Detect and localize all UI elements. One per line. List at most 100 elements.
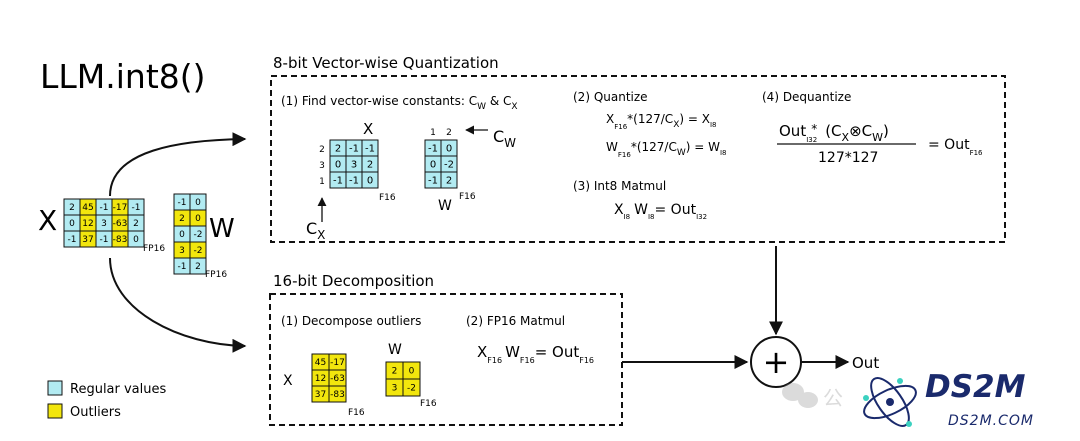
input-w-value: 0: [195, 198, 201, 208]
dec-x-value: -63: [330, 374, 345, 384]
vq-title: 8-bit Vector-wise Quantization: [273, 54, 499, 72]
input-x-value: 3: [101, 219, 107, 229]
dec-w-value: 0: [409, 367, 415, 377]
dequant-denominator: 127*127: [818, 150, 878, 166]
vq-w-value: 0: [430, 160, 436, 171]
vq-row-constants: 2 3 1: [319, 145, 325, 187]
input-w-value: 3: [179, 246, 185, 256]
input-x-value: 0: [133, 235, 139, 245]
output-label: Out: [852, 354, 879, 372]
input-x-value: -1: [68, 235, 77, 245]
input-w-fp16: FP16: [205, 270, 227, 280]
dec-w-value: 3: [392, 384, 398, 394]
vq-step3-label: (3) Int8 Matmul: [573, 179, 666, 193]
legend-outlier-label: Outliers: [70, 405, 121, 420]
dec-x-matrix: 45 -17 12 -63 37 -83: [311, 353, 347, 403]
vq-x-value: 2: [335, 144, 341, 155]
vq-x-cell: [361, 171, 379, 189]
vq-x-value: -1: [333, 176, 343, 187]
vq-step2-label: (2) Quantize: [573, 90, 648, 104]
dec-w-value: 2: [392, 367, 398, 377]
input-x-value: 45: [82, 203, 93, 213]
input-x-fp16: FP16: [143, 244, 165, 254]
legend-regular-swatch: [47, 380, 63, 396]
arrow-to-decomposition: [109, 257, 247, 353]
input-x-value: 37: [82, 235, 93, 245]
input-x-value: -1: [100, 203, 109, 213]
vq-w-cell: [440, 171, 458, 189]
ds2m-logo-icon: [863, 377, 917, 427]
input-w-value: -1: [178, 262, 187, 272]
input-x-value: 2: [69, 203, 75, 213]
dec-x-cell: [328, 385, 347, 403]
quantize-w-equation: WF16*(127/CW) = WI8: [606, 140, 727, 159]
vq-col-constant: 2: [446, 128, 452, 138]
vq-w-label: W: [438, 198, 452, 214]
input-x-value: -1: [100, 235, 109, 245]
input-w-value: -1: [178, 198, 187, 208]
input-x-label: X: [38, 204, 57, 237]
wechat-watermark-icon: 公: [782, 383, 843, 410]
dequant-numerator: OutI32*(CX⊗CW): [779, 122, 889, 144]
dec-w-cell: [402, 378, 421, 397]
input-w-value: -2: [194, 246, 203, 256]
dec-step2-label: (2) FP16 Matmul: [466, 314, 565, 328]
vq-w-value: -2: [444, 160, 454, 171]
watermark-domain: DS2M.COM: [948, 413, 1034, 429]
cx-label: CX: [306, 219, 325, 242]
diagram-title: LLM.int8(): [40, 57, 206, 96]
vq-w-value: 2: [446, 176, 452, 187]
vq-col-constant: 1: [430, 128, 436, 138]
vq-x-label: X: [363, 120, 373, 138]
input-w-value: 2: [179, 214, 185, 224]
dec-w-value: -2: [407, 384, 416, 394]
vq-x-f16: F16: [379, 193, 396, 203]
sum-plus: +: [763, 343, 790, 381]
vq-step1-label: (1) Find vector-wise constants: CW & CX: [281, 94, 518, 112]
input-x-value: -17: [113, 203, 128, 213]
vq-w-value: -1: [428, 144, 438, 155]
dec-x-value: 37: [315, 390, 326, 400]
vq-x-value: 2: [367, 160, 373, 171]
arrow-to-quantization: [109, 132, 247, 197]
dec-x-value: 45: [315, 358, 326, 368]
input-x-cell: [127, 230, 145, 248]
input-x-value: 0: [69, 219, 75, 229]
vq-step4-label: (4) Dequantize: [762, 90, 851, 104]
dec-w-label: W: [388, 342, 402, 358]
vq-w-value: -1: [428, 176, 438, 187]
vq-row-constant: 3: [319, 161, 325, 171]
watermark-bg: [858, 372, 1080, 437]
svg-text:公: 公: [823, 386, 843, 410]
dec-w-matrix: 2 0 3 -2: [385, 361, 421, 397]
input-x-value: 12: [82, 219, 93, 229]
decomposition-box: [269, 293, 623, 426]
input-w-value: 0: [179, 230, 185, 240]
dec-x-value: 12: [315, 374, 326, 384]
legend-outlier-swatch: [47, 403, 63, 419]
input-w-value: 2: [195, 262, 201, 272]
legend-regular-label: Regular values: [70, 382, 167, 397]
input-x-value: -63: [113, 219, 128, 229]
vq-x-value: 3: [351, 160, 357, 171]
input-w-label: W: [209, 214, 235, 244]
vq-x-value: -1: [349, 176, 359, 187]
dec-x-value: -17: [330, 358, 345, 368]
input-w-value: -2: [194, 230, 203, 240]
watermark-brand: DS2M: [925, 369, 1026, 405]
vq-x-value: -1: [349, 144, 359, 155]
dec-x-f16: F16: [348, 408, 365, 418]
vq-row-constant: 1: [319, 177, 325, 187]
dec-x-value: -83: [330, 390, 345, 400]
input-w-cell: [189, 257, 207, 275]
input-x-value: -1: [132, 203, 141, 213]
vq-row-constant: 2: [319, 145, 325, 155]
